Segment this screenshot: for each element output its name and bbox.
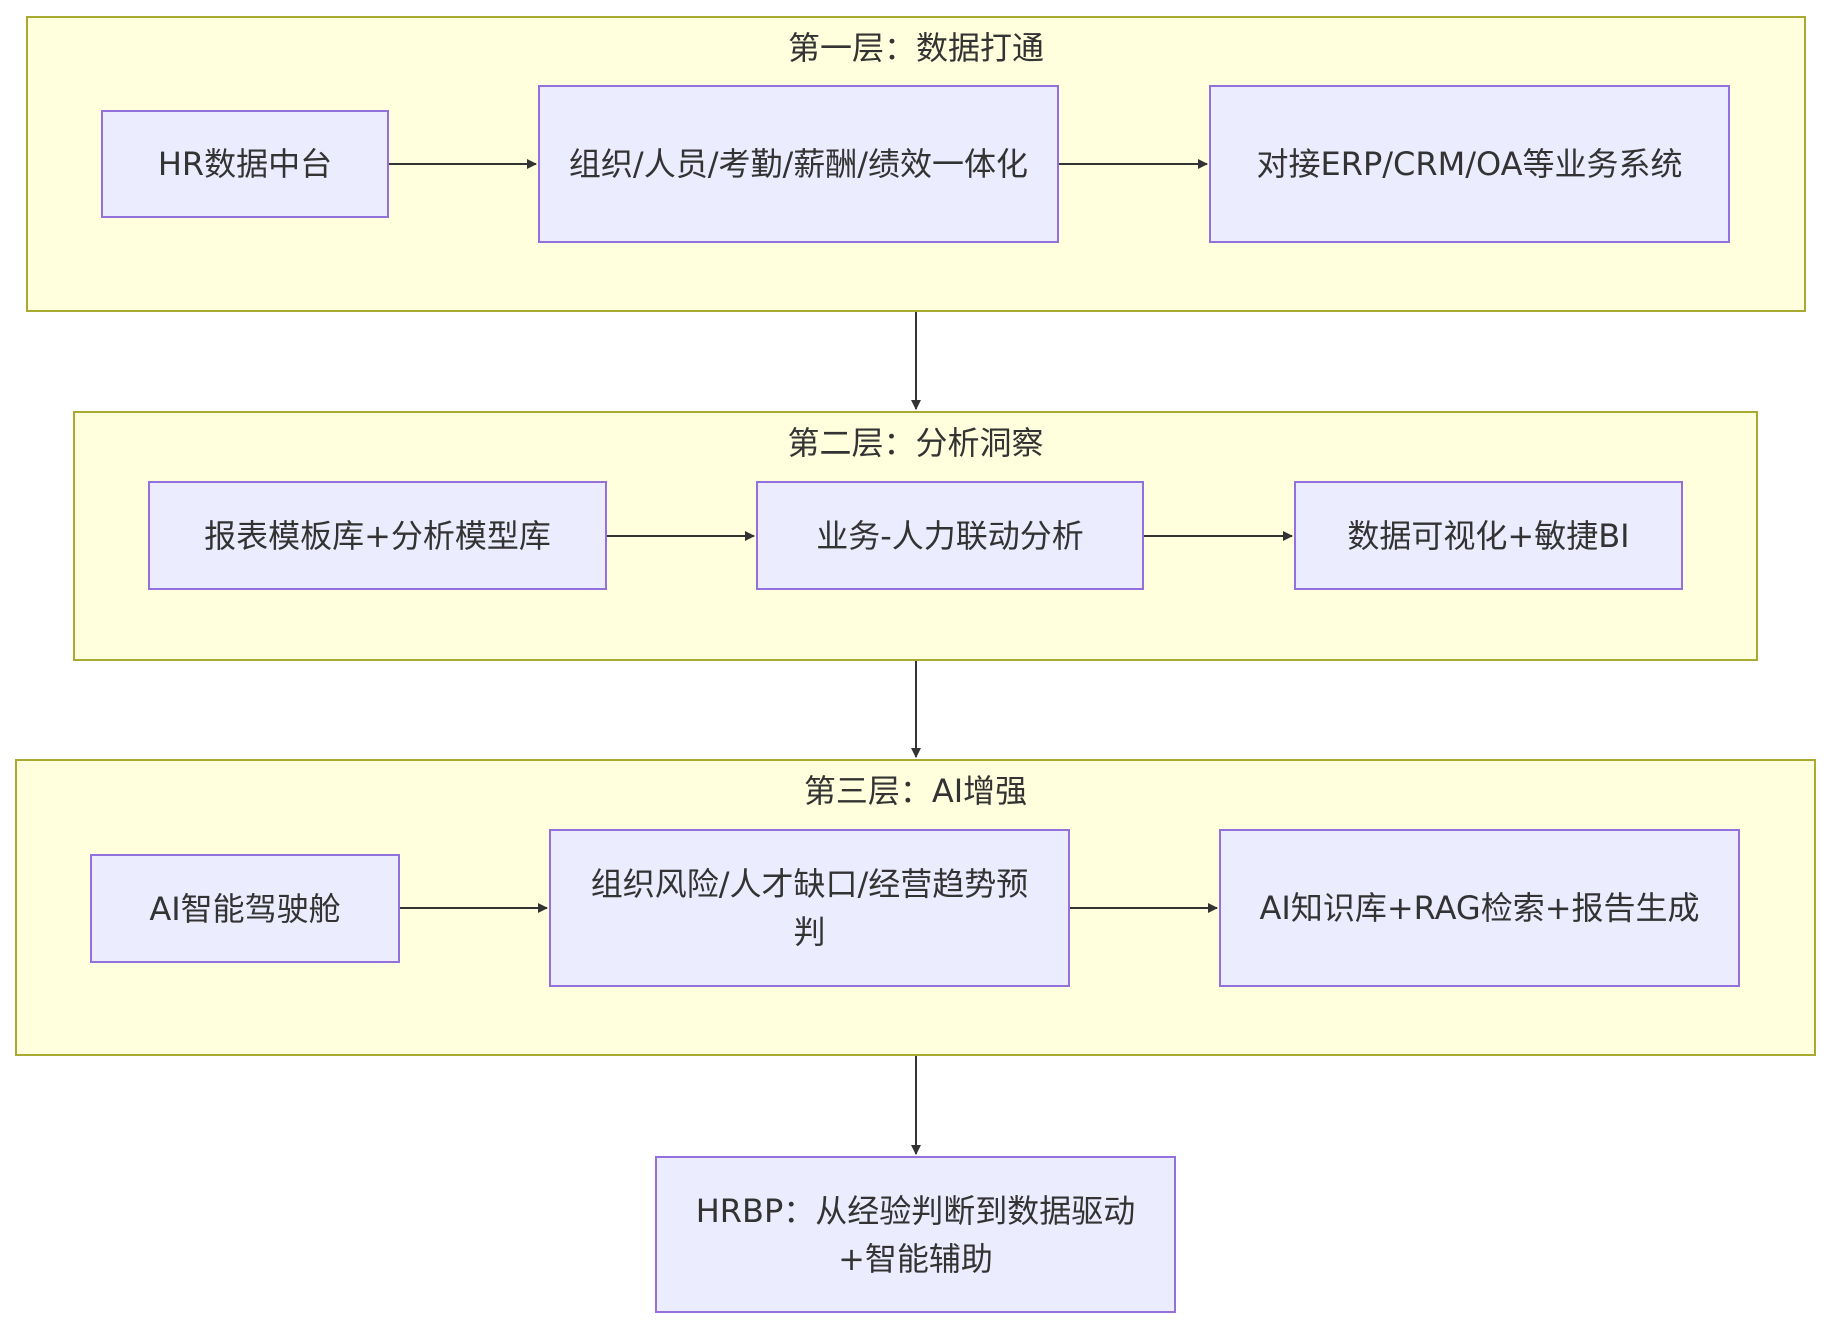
node-ai-knowledge-base-label: AI知识库+RAG检索+报告生成: [1259, 889, 1700, 927]
layer-2-title: 第二层：分析洞察: [787, 424, 1044, 462]
node-visualization-bi[interactable]: 数据可视化+敏捷BI: [1294, 481, 1683, 590]
node-visualization-bi-label: 数据可视化+敏捷BI: [1347, 516, 1630, 555]
node-hrbp-result[interactable]: HRBP：从经验判断到数据驱动+智能辅助: [655, 1156, 1176, 1313]
node-ai-cockpit-label: AI智能驾驶舱: [149, 889, 341, 928]
node-data-integration-label: 组织/人员/考勤/薪酬/绩效一体化: [568, 145, 1029, 183]
node-business-systems-label: 对接ERP/CRM/OA等业务系统: [1256, 145, 1683, 183]
node-data-integration[interactable]: 组织/人员/考勤/薪酬/绩效一体化: [538, 85, 1059, 243]
node-report-templates[interactable]: 报表模板库+分析模型库: [148, 481, 607, 590]
node-ai-cockpit[interactable]: AI智能驾驶舱: [90, 854, 400, 963]
node-ai-knowledge-base[interactable]: AI知识库+RAG检索+报告生成: [1219, 829, 1740, 987]
node-hrbp-result-label: HRBP：从经验判断到数据驱动+智能辅助: [695, 1191, 1136, 1278]
node-risk-forecast[interactable]: 组织风险/人才缺口/经营趋势预判: [549, 829, 1070, 987]
node-report-templates-label: 报表模板库+分析模型库: [204, 516, 551, 555]
node-hr-data-platform[interactable]: HR数据中台: [101, 110, 389, 218]
node-linked-analysis-label: 业务-人力联动分析: [816, 516, 1084, 555]
node-risk-forecast-label: 组织风险/人才缺口/经营趋势预判: [590, 865, 1029, 951]
layer-3-title: 第三层：AI增强: [803, 772, 1028, 810]
node-linked-analysis[interactable]: 业务-人力联动分析: [756, 481, 1144, 590]
node-business-systems[interactable]: 对接ERP/CRM/OA等业务系统: [1209, 85, 1730, 243]
layer-1-title: 第一层：数据打通: [787, 29, 1044, 67]
node-hr-data-platform-label: HR数据中台: [157, 145, 333, 183]
